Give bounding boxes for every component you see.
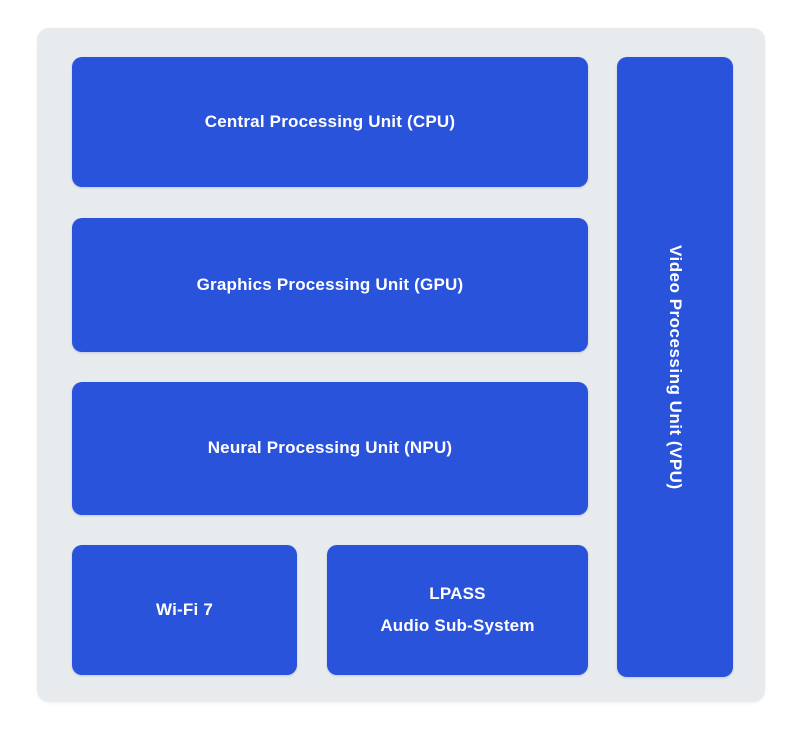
block-lpass-label-line1: LPASS [429, 583, 486, 603]
block-gpu-label: Graphics Processing Unit (GPU) [196, 274, 464, 294]
block-lpass: LPASS Audio Sub-System [327, 545, 588, 675]
soc-panel: Central Processing Unit (CPU) Graphics P… [37, 28, 765, 702]
block-npu-label: Neural Processing Unit (NPU) [207, 438, 453, 458]
block-lpass-label-line2: Audio Sub-System [380, 616, 535, 635]
block-cpu-label: Central Processing Unit (CPU) [204, 111, 456, 131]
block-vpu-label: Video Processing Unit (VPU) [666, 244, 685, 490]
block-vpu: Video Processing Unit (VPU) [617, 57, 733, 677]
block-cpu: Central Processing Unit (CPU) [72, 57, 588, 187]
block-wifi-label: Wi-Fi 7 [156, 599, 213, 619]
block-npu: Neural Processing Unit (NPU) [72, 382, 588, 515]
block-lpass-label: LPASS Audio Sub-System [380, 578, 534, 643]
block-gpu: Graphics Processing Unit (GPU) [72, 218, 588, 352]
block-wifi: Wi-Fi 7 [72, 545, 297, 675]
